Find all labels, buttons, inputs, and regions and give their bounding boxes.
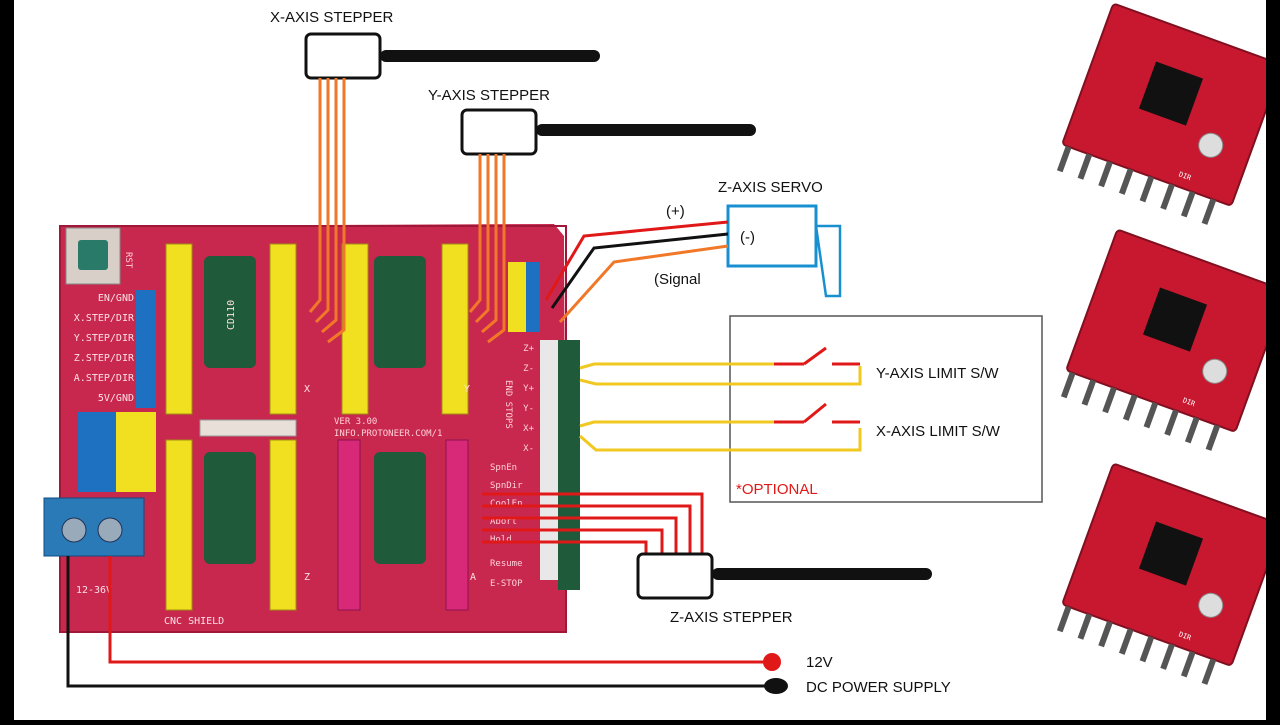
x-stepper-wires — [308, 78, 346, 344]
pin-label-en: EN/GND — [98, 293, 134, 304]
endstops-label: END STOPS — [503, 380, 513, 429]
cnc-shield-board: RST EN/GND X.STEP/DIR Y.STEP/DIR Z.STEP/… — [43, 224, 580, 633]
power-wire-negative — [66, 556, 770, 688]
stop-y-plus: Y+ — [523, 384, 534, 394]
power-supply: 12V DC POWER SUPPLY — [66, 556, 951, 696]
rst-label: RST — [123, 252, 133, 269]
servo-signal-label: (Signal — [654, 271, 701, 288]
pin-spnen: SpnEn — [490, 463, 517, 473]
board-url: INFO.PROTONEER.COM/1 — [334, 429, 442, 439]
axis-x-letter: X — [304, 384, 310, 395]
pin-label-z: Z.STEP/DIR — [74, 353, 135, 364]
pin-spndir: SpnDir — [490, 481, 523, 491]
right-pin-labels: SpnEn SpnDir CoolEn Abort Hold Resume E-… — [490, 463, 523, 589]
axis-y-letter: Y — [464, 384, 470, 395]
pin-label-x: X.STEP/DIR — [74, 313, 135, 324]
stop-y-minus: Y- — [523, 404, 534, 414]
pin-hold: Hold — [490, 535, 512, 545]
power-dc-label: DC POWER SUPPLY — [806, 679, 951, 696]
pin-label-a: A.STEP/DIR — [74, 373, 135, 384]
power-terminal: 12-36V — [43, 497, 145, 596]
y-stepper-label: Y-AXIS STEPPER — [428, 87, 550, 104]
reset-button: RST — [65, 227, 133, 285]
y-axis-stepper: Y-AXIS STEPPER — [428, 87, 756, 344]
optional-limit-switches: *OPTIONAL Y-AXIS LIMIT S/W X-AXIS LIMIT … — [579, 315, 1043, 503]
pin-label-y: Y.STEP/DIR — [74, 333, 135, 344]
x-axis-stepper: X-AXIS STEPPER — [270, 9, 600, 344]
optional-label: *OPTIONAL — [736, 481, 818, 498]
z-axis-servo: Z-AXIS SERVO (+) (-) (Signal — [544, 179, 842, 324]
x-limit-label: X-AXIS LIMIT S/W — [876, 423, 1001, 440]
x-stepper-label: X-AXIS STEPPER — [270, 9, 394, 26]
left-pin-labels: EN/GND X.STEP/DIR Y.STEP/DIR Z.STEP/DIR … — [74, 293, 135, 404]
board-name: CNC SHIELD — [164, 616, 224, 627]
endstop-pin-labels: Z+ Z- Y+ Y- X+ X- — [523, 344, 534, 454]
power-rating: 12-36V — [76, 585, 112, 596]
capacitors: CD110 — [204, 256, 426, 564]
servo-wire-minus — [550, 232, 729, 309]
z-axis-stepper: Z-AXIS STEPPER — [482, 492, 932, 626]
y-limit-switch: Y-AXIS LIMIT S/W — [579, 346, 999, 386]
stepper-driver-1: DIR — [1056, 3, 1280, 225]
stop-z-minus: Z- — [523, 364, 534, 374]
z-servo-label: Z-AXIS SERVO — [718, 179, 823, 196]
power-terminal-12v — [763, 653, 781, 671]
pin-estop: E-STOP — [490, 579, 523, 589]
left-pin-header — [78, 290, 156, 492]
stop-x-plus: X+ — [523, 424, 534, 434]
power-terminal-gnd — [764, 678, 788, 694]
pin-resume: Resume — [490, 559, 523, 569]
stop-x-minus: X- — [523, 444, 534, 454]
pin-label-5v: 5V/GND — [98, 393, 134, 404]
servo-minus-label: (-) — [740, 229, 755, 246]
x-limit-switch: X-AXIS LIMIT S/W — [579, 402, 1001, 452]
wiring-diagram: RST EN/GND X.STEP/DIR Y.STEP/DIR Z.STEP/… — [43, 3, 1280, 696]
stop-z-plus: Z+ — [523, 344, 534, 354]
z-stepper-label: Z-AXIS STEPPER — [670, 609, 793, 626]
power-12v-label: 12V — [806, 654, 833, 671]
stepper-driver-2: DIR — [1060, 229, 1280, 451]
endstop-header: END STOPS — [503, 262, 580, 590]
axis-a-letter: A — [470, 572, 476, 583]
pin-coolen: CoolEn — [490, 499, 523, 509]
cap-label: CD110 — [226, 300, 237, 330]
servo-plus-label: (+) — [666, 203, 685, 220]
diagram-canvas: RST EN/GND X.STEP/DIR Y.STEP/DIR Z.STEP/… — [14, 0, 1280, 720]
y-stepper-wires — [468, 154, 506, 344]
y-limit-label: Y-AXIS LIMIT S/W — [876, 365, 999, 382]
servo-wire-signal — [558, 244, 729, 324]
stepper-driver-3: DIR — [1056, 463, 1280, 685]
pin-abort: Abort — [490, 517, 517, 527]
board-version: VER 3.00 — [334, 417, 377, 427]
driver-headers — [165, 243, 469, 611]
axis-z-letter: Z — [304, 572, 310, 583]
servo-wire-plus — [544, 220, 729, 301]
power-wire-positive — [108, 556, 770, 664]
z-stepper-wires — [482, 492, 704, 556]
